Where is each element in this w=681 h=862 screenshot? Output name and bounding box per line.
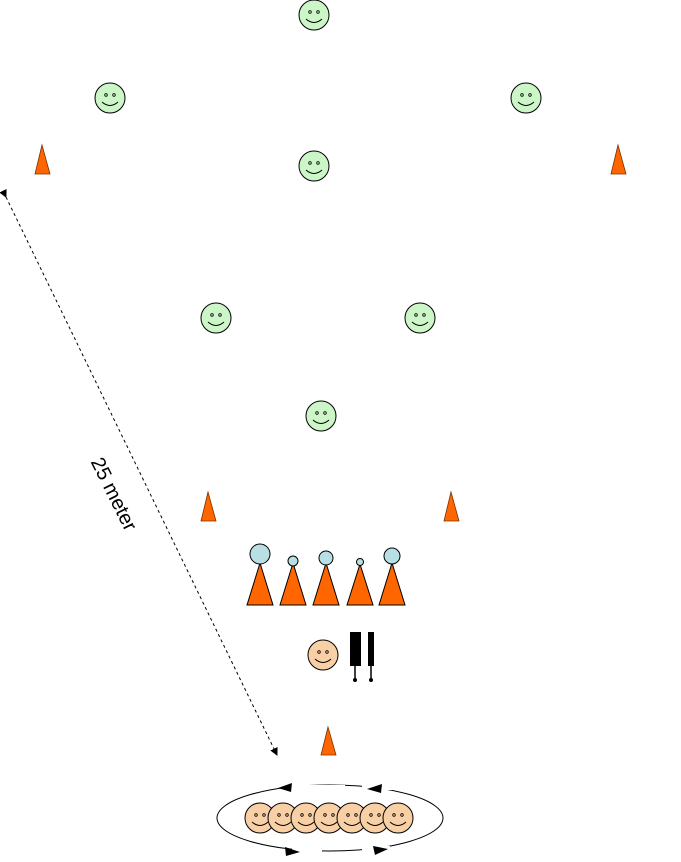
player-icon [279,555,307,606]
defenders [94,0,542,432]
smiley-icon [382,802,414,834]
arrow-icon [367,784,382,793]
smiley-icon [94,82,126,114]
player-icon [312,550,340,606]
cone-icon [320,725,337,756]
player-icon [246,543,274,606]
cone-icon [443,490,460,522]
cone-icon [34,143,51,175]
rotation-arrows [278,783,402,856]
player-icon [346,558,374,606]
player-group [246,543,406,606]
smiley-icon [298,0,330,31]
pole-icon [350,632,361,682]
smiley-icon [307,639,339,671]
waiting-players [244,802,414,834]
smiley-icon [200,302,232,334]
smiley-icon [510,82,542,114]
pole-icon [368,632,374,682]
smiley-icon [305,400,337,432]
arrow-icon [278,783,292,792]
distance-arrow-icon [0,188,278,756]
arrow-icon [373,846,388,855]
cone-icon [610,143,627,175]
distance-label: 25 meter [86,454,141,535]
smiley-icon [298,150,330,182]
player-icon [378,547,406,606]
arrow-icon [285,847,300,856]
cone-icon [200,490,217,522]
smiley-icon [404,302,436,334]
